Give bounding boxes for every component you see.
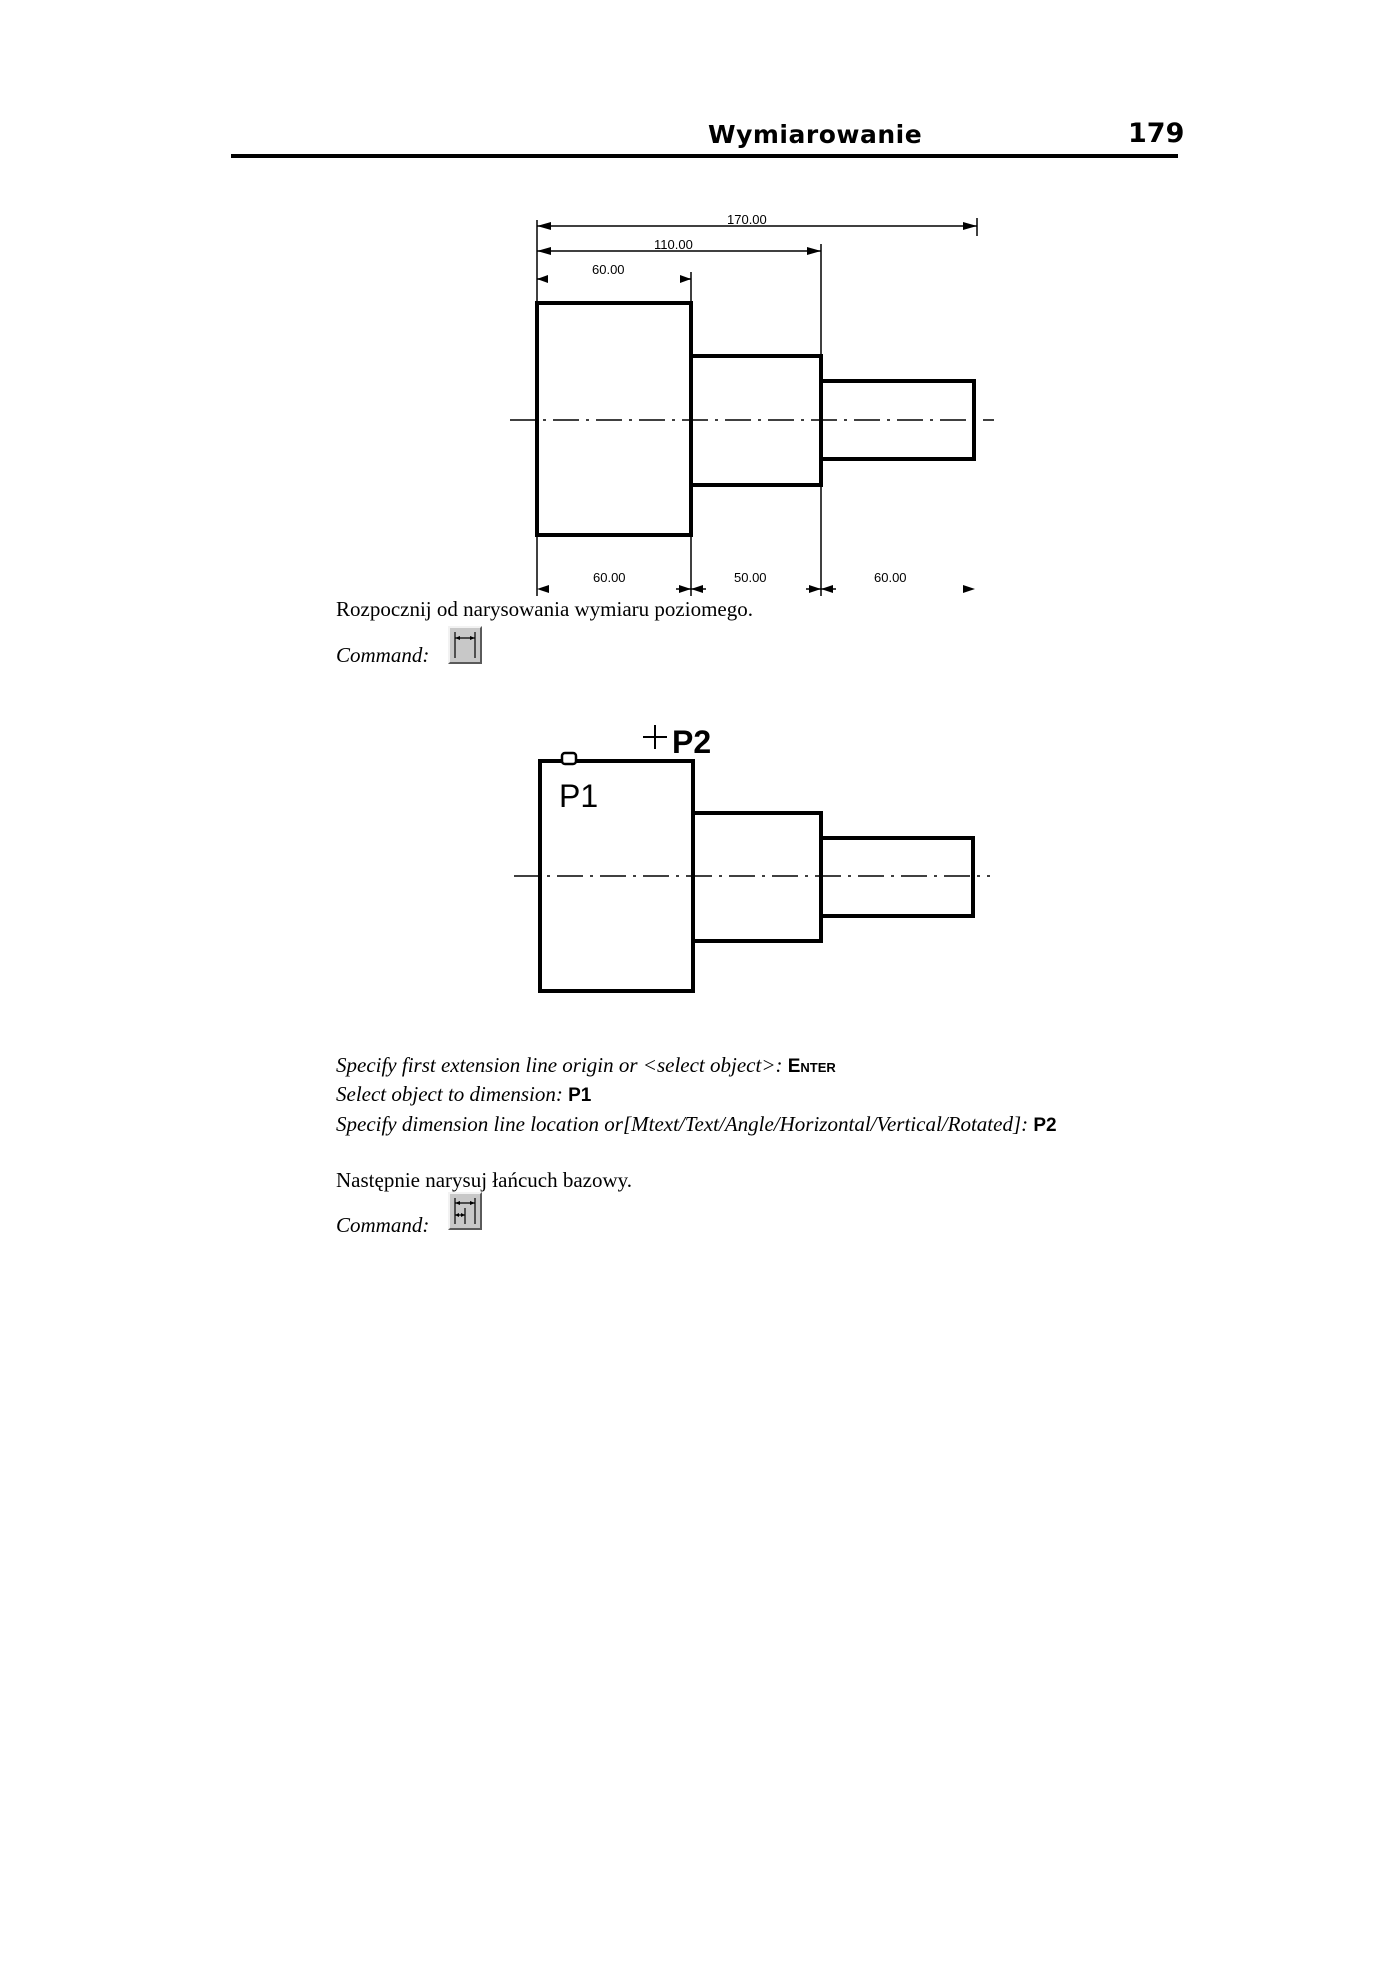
prompt-response-3: P2 bbox=[1033, 1115, 1057, 1136]
prompt-response-2: P1 bbox=[568, 1085, 592, 1106]
dim-label-bottom-middle: 50.00 bbox=[734, 570, 767, 585]
page-number: 179 bbox=[1128, 118, 1185, 149]
prompt-text-1: Specify first extension line origin or <… bbox=[336, 1053, 783, 1077]
prompt-text-3: Specify dimension line location or[Mtext… bbox=[336, 1112, 1029, 1136]
shaft2-section-middle bbox=[691, 811, 823, 943]
dim-label-second: 110.00 bbox=[654, 237, 693, 252]
crosshair-marker bbox=[643, 725, 667, 749]
point-label-p2: P2 bbox=[672, 724, 711, 760]
command-label-2: Command: bbox=[336, 1213, 430, 1237]
bottom-extension-lines bbox=[536, 459, 822, 596]
figure-dimensioned-shaft: 170.00 110.00 60.00 60.00 50.00 60.00 bbox=[510, 212, 994, 596]
pickbox-marker bbox=[560, 751, 578, 766]
shaft2-section-small bbox=[819, 836, 975, 918]
header-rule bbox=[231, 154, 1178, 158]
paragraph-baseline: Następnie narysuj łańcuch bazowy. bbox=[336, 1168, 633, 1192]
top-arrowheads bbox=[537, 222, 977, 283]
linear-dimension-icon[interactable] bbox=[448, 626, 482, 664]
section-title: Wymiarowanie bbox=[708, 120, 923, 149]
figure-pick-points: P1 P2 bbox=[514, 724, 990, 993]
prompt-line-2: Select object to dimension: P1 bbox=[336, 1082, 591, 1108]
prompt-line-3: Specify dimension line location or[Mtext… bbox=[336, 1112, 1057, 1138]
prompt-line-1: Specify first extension line origin or <… bbox=[336, 1053, 836, 1079]
paragraph-intro: Rozpocznij od narysowania wymiaru poziom… bbox=[336, 597, 753, 621]
dim-label-first: 60.00 bbox=[592, 262, 625, 277]
baseline-dimension-icon[interactable] bbox=[448, 1192, 482, 1230]
prompt-text-2: Select object to dimension: bbox=[336, 1082, 563, 1106]
command-label-1: Command: bbox=[336, 643, 430, 667]
dim-label-bottom-left: 60.00 bbox=[593, 570, 626, 585]
point-label-p1: P1 bbox=[559, 778, 598, 814]
prompt-response-1: Enter bbox=[787, 1056, 836, 1077]
dim-label-bottom-right: 60.00 bbox=[874, 570, 907, 585]
top-extension-lines bbox=[536, 220, 822, 381]
dim-label-overall: 170.00 bbox=[727, 212, 767, 227]
